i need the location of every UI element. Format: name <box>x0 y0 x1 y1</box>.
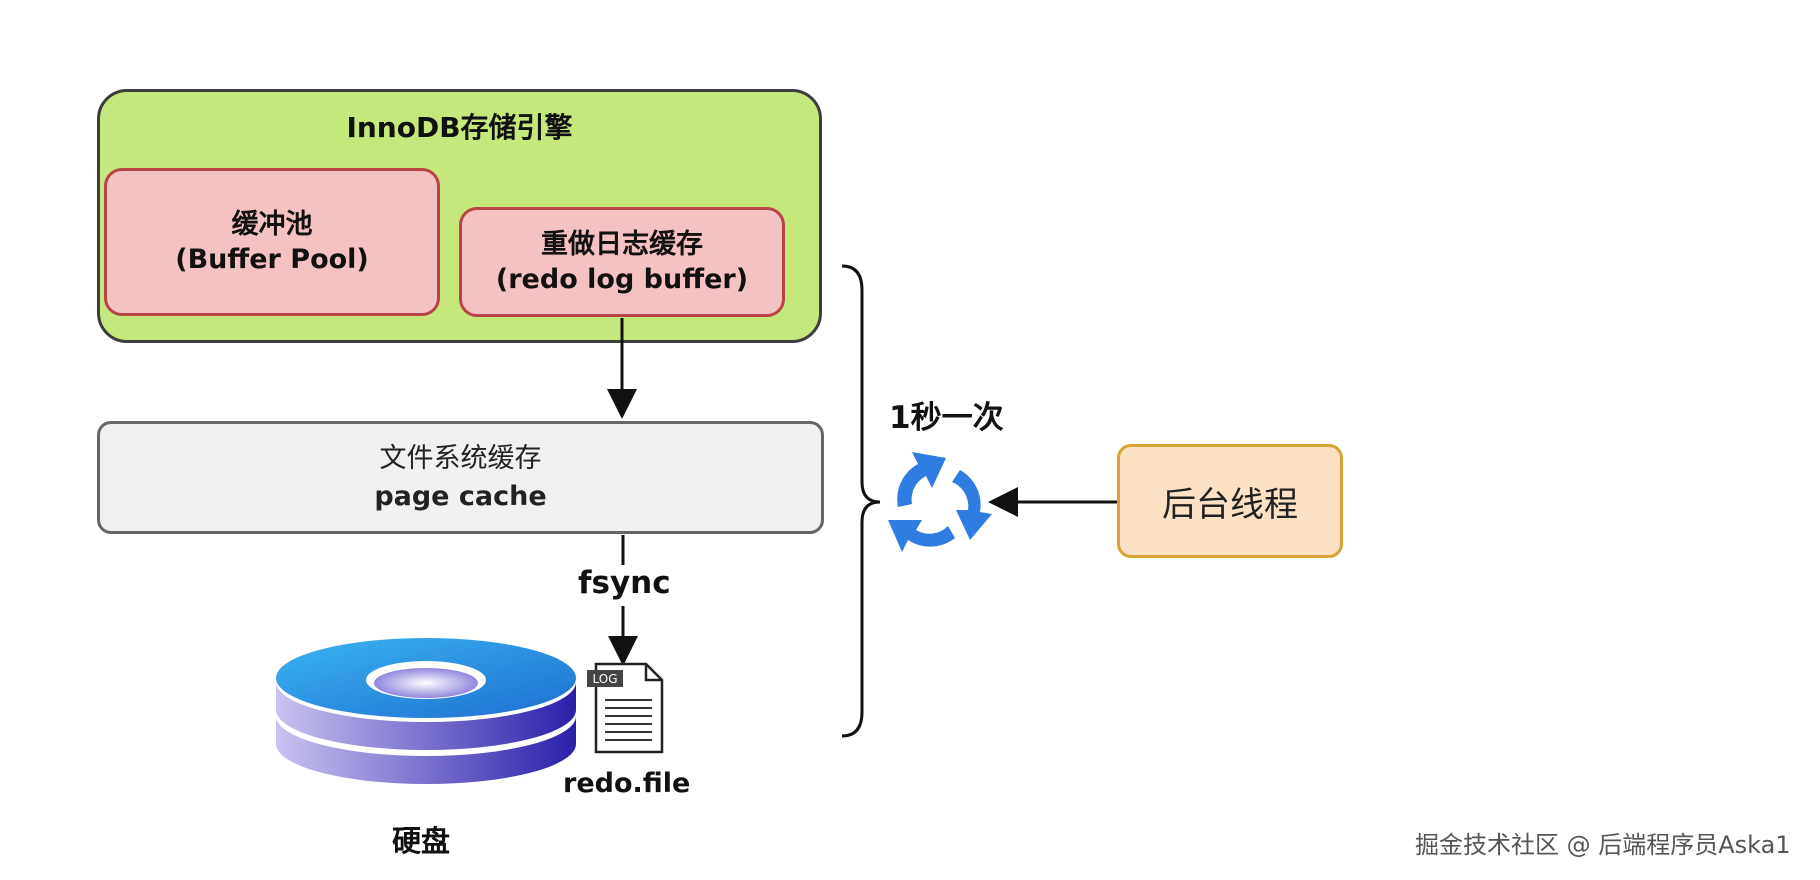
redo-file-label: redo.file <box>563 768 691 799</box>
background-thread-label: 后台线程 <box>1162 484 1298 525</box>
frequency-label: 1秒一次 <box>889 400 1004 436</box>
watermark: 掘金技术社区 @ 后端程序员Aska1 <box>1415 831 1791 859</box>
page-cache-sublabel: page cache <box>374 480 547 512</box>
hard-disk-label: 硬盘 <box>392 824 451 858</box>
buffer-pool-box: 缓冲池 (Buffer Pool) <box>104 168 440 316</box>
redo-log-buffer-label: 重做日志缓存 <box>541 228 703 260</box>
fsync-label: fsync <box>578 565 671 601</box>
buffer-pool-label: 缓冲池 <box>231 208 313 240</box>
hard-disk-icon <box>276 638 576 784</box>
recycle-icon <box>888 452 992 552</box>
buffer-pool-sublabel: (Buffer Pool) <box>175 244 369 275</box>
log-file-icon <box>587 662 664 754</box>
page-cache-box: 文件系统缓存 page cache <box>97 421 824 534</box>
log-badge: LOG <box>592 672 617 686</box>
page-cache-label: 文件系统缓存 <box>379 442 542 474</box>
curly-brace <box>841 264 881 738</box>
redo-log-buffer-sublabel: (redo log buffer) <box>495 264 749 295</box>
redo-log-buffer-box: 重做日志缓存 (redo log buffer) <box>459 207 785 317</box>
background-thread-box: 后台线程 <box>1117 444 1343 558</box>
engine-title: InnoDB存储引擎 <box>346 111 573 144</box>
